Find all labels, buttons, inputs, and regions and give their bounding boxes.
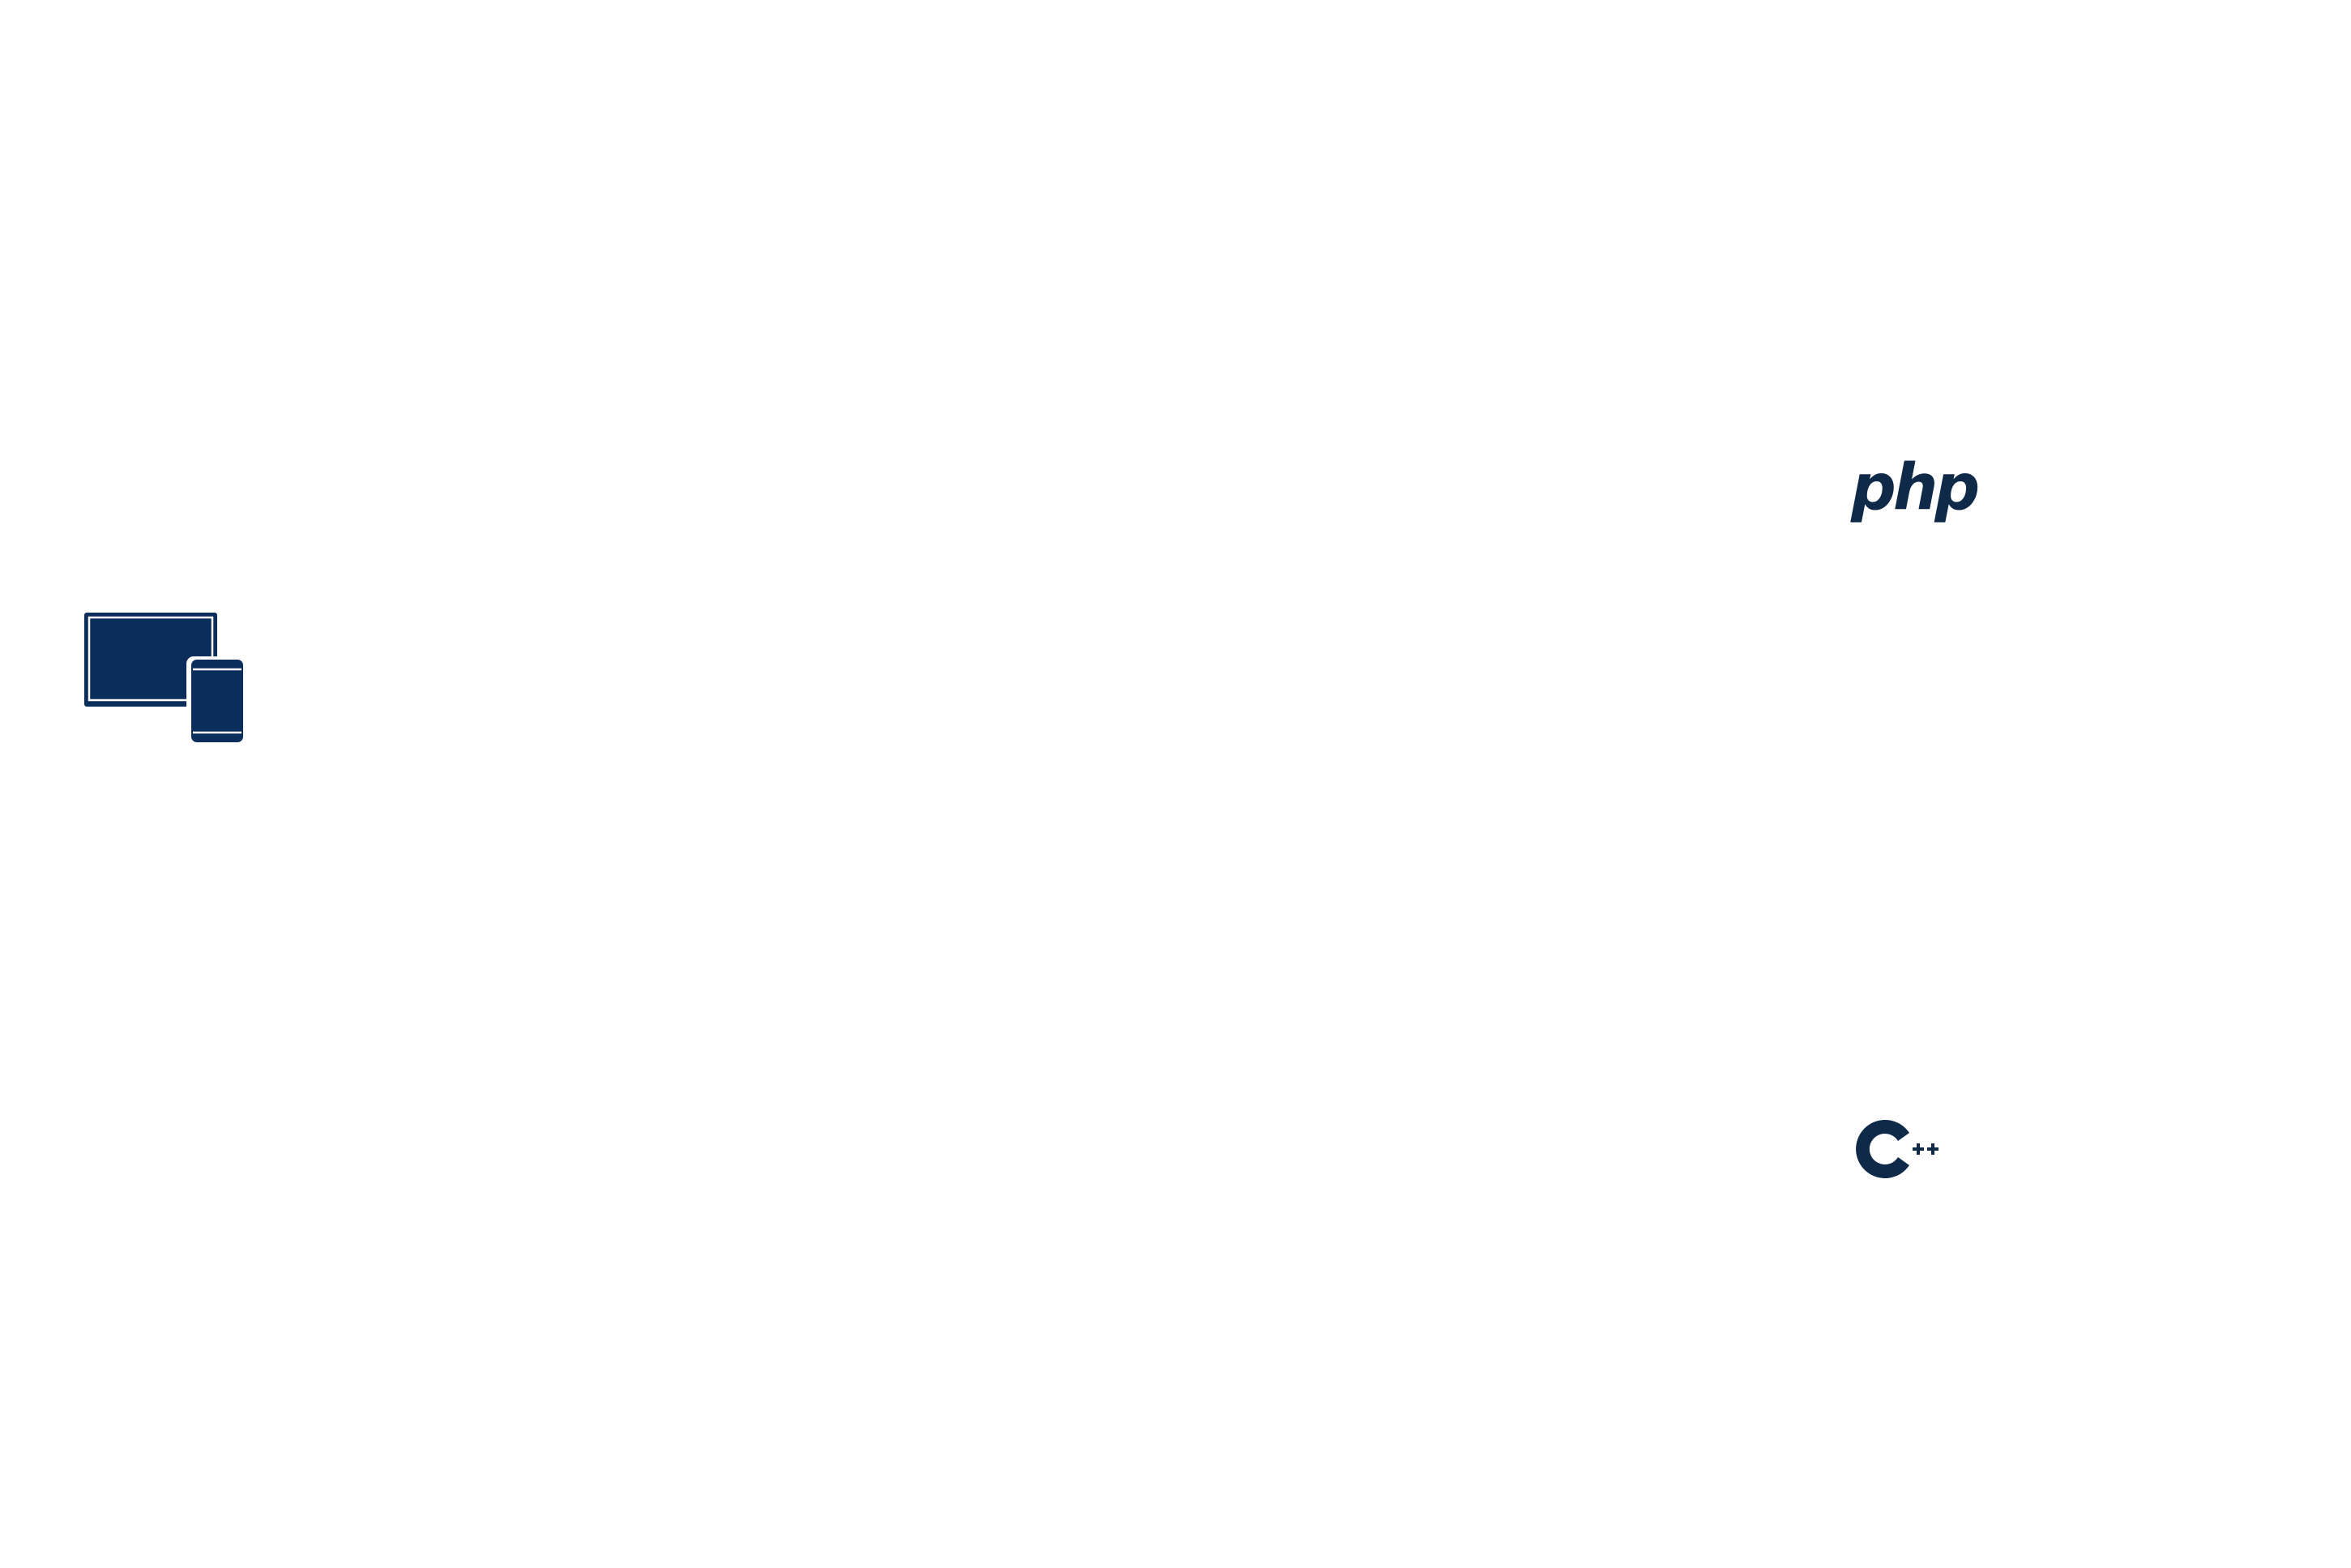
- devices-icon: [84, 613, 245, 744]
- php-logo-icon: php: [1850, 459, 1981, 524]
- php-logo-text: php: [1850, 459, 1977, 524]
- cpp-logo-icon: [1856, 1120, 1939, 1178]
